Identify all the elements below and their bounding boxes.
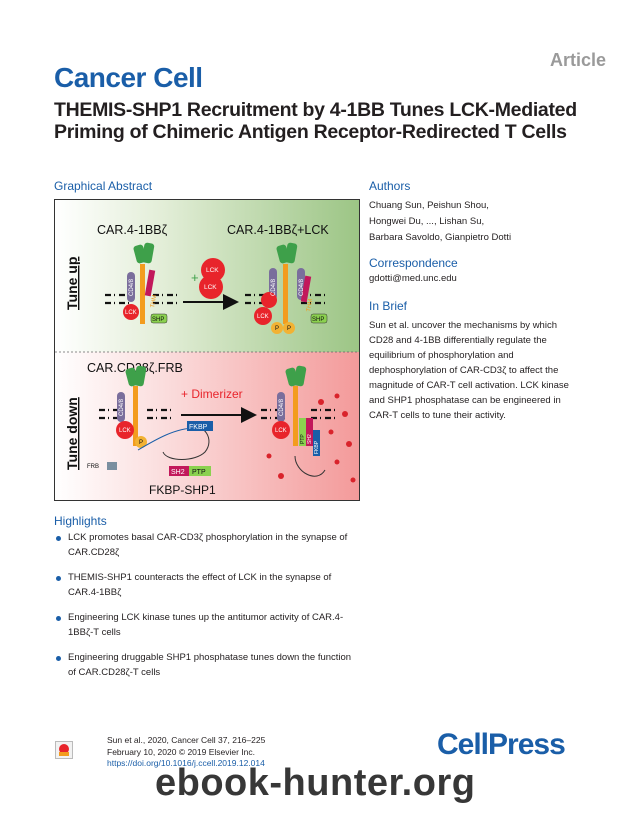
lck-label-tl: LCK xyxy=(125,310,137,316)
thm-label-tl: THM xyxy=(150,295,158,309)
p-label-tr1: P xyxy=(275,326,279,332)
highlight-item: LCK promotes basal CAR-CD3ζ phosphorylat… xyxy=(54,531,354,560)
receptor-41bb-left: CD4/8 LCK THM SHP xyxy=(105,242,177,324)
fkbp-shp1-construct xyxy=(162,421,213,476)
p-label-tr2: P xyxy=(287,326,291,332)
receptor-cd28-right xyxy=(261,365,335,477)
cd48-label-br: CD4/8 xyxy=(279,398,285,416)
authors-line: Chuang Sun, Peishun Shou, xyxy=(369,200,489,211)
authors-line: Barbara Savoldo, Gianpietro Dotti xyxy=(369,232,512,243)
dimerizer-label: + Dimerizer xyxy=(181,387,243,401)
sh2-label-br: SH2 xyxy=(307,434,313,444)
lck-label-bl: LCK xyxy=(119,428,131,434)
lck-label-br: LCK xyxy=(275,428,287,434)
shp-label-tl: SHP xyxy=(152,317,164,323)
dimerizer-dots xyxy=(266,393,356,483)
frb-label: FRB xyxy=(87,464,99,470)
receptor-cd28-left xyxy=(99,365,196,470)
correspondence-heading: Correspondence xyxy=(369,256,458,270)
cd48-label-tr1: CD4/8 xyxy=(271,278,277,296)
cellpress-logo: CellPress xyxy=(437,728,566,761)
lck-label-tr: LCK xyxy=(257,314,269,320)
crossmark-icon[interactable] xyxy=(55,741,73,759)
car-41bb-label: CAR.4-1BBζ xyxy=(97,223,168,237)
highlight-item: THEMIS-SHP1 counteracts the effect of LC… xyxy=(54,571,354,600)
car-41bb-lck-label: CAR.4-1BBζ+LCK xyxy=(227,223,329,237)
highlights-heading: Highlights xyxy=(54,514,107,528)
graphical-abstract-heading: Graphical Abstract xyxy=(54,179,153,193)
cd48-label-bl: CD4/8 xyxy=(119,398,125,416)
thm-label-tr: THM xyxy=(306,299,314,313)
sh2-label: SH2 xyxy=(171,469,185,476)
tune-up-label: Tune up xyxy=(64,257,80,310)
highlight-item: Engineering druggable SHP1 phosphatase t… xyxy=(54,651,354,680)
correspondence-email[interactable]: gdotti@med.unc.edu xyxy=(369,273,457,284)
watermark-text: ebook-hunter.org xyxy=(155,762,476,804)
authors-line: Hongwei Du, ..., Lishan Su, xyxy=(369,216,485,227)
lck-mol-label-2: LCK xyxy=(204,284,217,291)
highlights-list: LCK promotes basal CAR-CD3ζ phosphorylat… xyxy=(54,531,354,691)
authors-list: Chuang Sun, Peishun Shou, Hongwei Du, ..… xyxy=(369,198,589,246)
authors-heading: Authors xyxy=(369,179,411,193)
journal-name: Cancer Cell xyxy=(54,62,203,93)
plus-sign: + xyxy=(191,270,199,285)
article-tag: Article xyxy=(549,50,606,70)
citation-date: February 10, 2020 © 2019 Elsevier Inc. xyxy=(107,746,256,757)
citation-block: Sun et al., 2020, Cancer Cell 37, 216–22… xyxy=(107,735,265,770)
cd48-label-tl: CD4/8 xyxy=(129,278,135,296)
highlight-item: Engineering LCK kinase tunes up the anti… xyxy=(54,611,354,640)
lck-mol-label-1: LCK xyxy=(206,267,219,274)
shp-label-tr: SHP xyxy=(312,317,324,323)
p-label-bl: P xyxy=(139,440,143,446)
in-brief-text: Sun et al. uncover the mechanisms by whi… xyxy=(369,320,569,421)
citation-line: Sun et al., 2020, Cancer Cell 37, 216–22… xyxy=(107,735,266,745)
receptor-41bb-right xyxy=(245,242,328,334)
article-title: THEMIS-SHP1 Recruitment by 4-1BB Tunes L… xyxy=(54,99,577,143)
in-brief-heading: In Brief xyxy=(369,299,408,313)
tune-down-label: Tune down xyxy=(64,397,80,470)
graphical-abstract: Tune up Tune down CAR.4-1BBζ CAR.4-1BBζ+… xyxy=(54,199,360,501)
fkbp-shp1-label: FKBP-SHP1 xyxy=(149,483,216,497)
doi-link[interactable]: https://doi.org/10.1016/j.ccell.2019.12.… xyxy=(107,758,265,768)
cd48-label-tr2: CD4/8 xyxy=(299,278,305,296)
fkbp-label-br: FKBP xyxy=(314,440,320,454)
car-cd28-frb-label: CAR.CD28ζ.FRB xyxy=(87,361,183,375)
ptp-label: PTP xyxy=(192,469,206,476)
fkbp-label-bl: FKBP xyxy=(189,424,208,431)
ptp-label-br: PTP xyxy=(300,434,306,444)
lck-molecules xyxy=(199,258,225,299)
